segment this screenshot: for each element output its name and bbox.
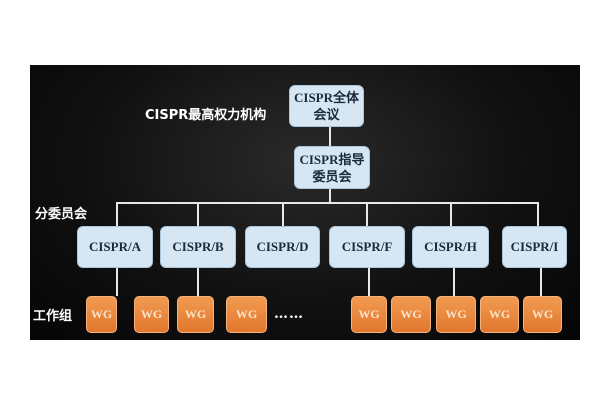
working-group-box: WG — [351, 296, 387, 333]
connector — [282, 202, 284, 226]
ellipsis: …… — [274, 306, 304, 322]
plenary-box: CISPR全体会议 — [289, 85, 364, 127]
connector — [366, 202, 368, 226]
connector — [368, 268, 370, 296]
subcommittee-a: CISPR/A — [77, 226, 153, 268]
connector — [116, 268, 118, 296]
subcommittee-i: CISPR/I — [502, 226, 567, 268]
working-group-box: WG — [436, 296, 476, 333]
working-group-box: WG — [480, 296, 519, 333]
connector — [116, 202, 539, 204]
connector — [329, 189, 331, 202]
working-groups-label: 工作组 — [33, 309, 73, 324]
connector — [197, 268, 199, 296]
working-group-box: WG — [523, 296, 562, 333]
connector — [197, 202, 199, 226]
connector — [453, 268, 455, 296]
subcommittee-h: CISPR/H — [412, 226, 489, 268]
working-group-box: WG — [226, 296, 267, 333]
connector — [450, 202, 452, 226]
subcommittee-f: CISPR/F — [329, 226, 405, 268]
connector — [116, 202, 118, 226]
working-group-box: WG — [86, 296, 117, 333]
subcommittee-b: CISPR/B — [160, 226, 236, 268]
connector — [540, 268, 542, 296]
connector — [329, 127, 331, 146]
connector — [537, 202, 539, 226]
working-group-box: WG — [177, 296, 214, 333]
working-group-box: WG — [134, 296, 169, 333]
subcommittees-label: 分委员会 — [35, 207, 88, 222]
steering-committee-box: CISPR指导委员会 — [294, 146, 370, 189]
subcommittee-d: CISPR/D — [245, 226, 320, 268]
working-group-box: WG — [391, 296, 431, 333]
top-level-label: CISPR最高权力机构 — [145, 108, 267, 123]
